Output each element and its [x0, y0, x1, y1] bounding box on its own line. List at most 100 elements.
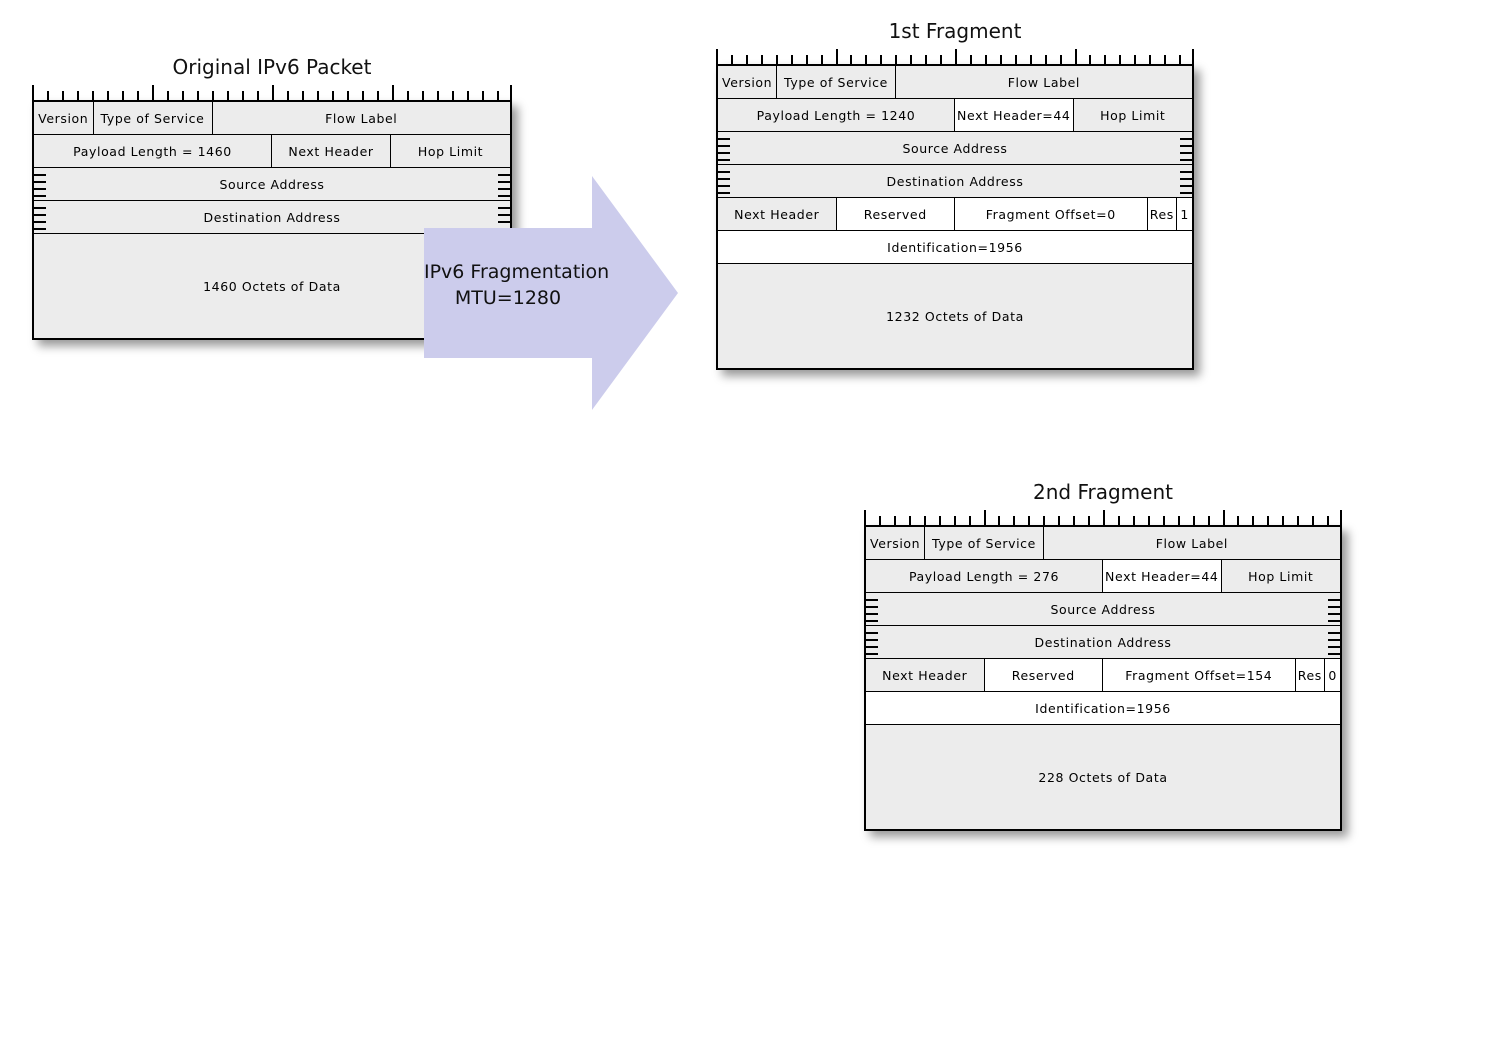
ruler-tick — [1282, 516, 1285, 525]
field-cell: Reserved — [984, 659, 1103, 691]
field-cell: Destination Address — [866, 626, 1340, 658]
ruler-tick — [998, 516, 1001, 525]
ruler-tick — [362, 91, 364, 100]
packet-title: Original IPv6 Packet — [172, 55, 372, 79]
field-cell: 1232 Octets of Data — [718, 264, 1192, 368]
ruler-tick — [437, 91, 439, 100]
field-cell: Source Address — [718, 132, 1192, 164]
ruler-tick — [895, 55, 898, 64]
ruler-tick — [999, 55, 1002, 64]
field-cell: Version — [866, 527, 926, 559]
ruler-tick — [1058, 516, 1061, 525]
arrow-label-line2: MTU=1280 — [454, 286, 562, 309]
ruler-tick — [422, 91, 424, 100]
ruler-tick — [1164, 55, 1167, 64]
ruler-tick — [347, 91, 349, 100]
arrow-label-line1: IPv6 Fragmentation — [424, 261, 610, 283]
ruler-tick — [212, 91, 214, 100]
ruler-tick — [197, 91, 199, 100]
ruler-tick — [107, 91, 109, 100]
fragmentation-arrow: IPv6 Fragmentation MTU=1280 — [424, 176, 678, 410]
ruler-tick — [760, 55, 763, 64]
field-cell: Payload Length = 1240 — [718, 99, 955, 131]
bit-ruler — [716, 49, 1194, 64]
ruler-tick — [864, 510, 866, 525]
ruler-tick — [983, 510, 986, 525]
ruler-tick — [835, 49, 838, 64]
ruler-tick — [775, 55, 778, 64]
ruler-tick — [923, 516, 926, 525]
row-data: 228 Octets of Data — [866, 725, 1340, 829]
ruler-tick — [1149, 55, 1152, 64]
ruler-tick — [77, 91, 79, 100]
field-cell: Flow Label — [212, 102, 510, 134]
ruler-tick — [167, 91, 169, 100]
ruler-tick — [953, 516, 956, 525]
ruler-tick — [1132, 516, 1135, 525]
field-cell: Destination Address — [718, 165, 1192, 197]
ruler-tick — [955, 49, 957, 64]
ruler-tick — [1117, 516, 1120, 525]
field-cell: Next Header=44 — [1103, 560, 1222, 592]
ruler-tick — [1192, 49, 1194, 64]
ruler-tick — [1013, 516, 1016, 525]
field-cell: Type of Service — [93, 102, 213, 134]
field-cell: Version — [718, 66, 778, 98]
ruler-tick — [182, 91, 184, 100]
ruler-tick — [482, 91, 484, 100]
ruler-tick — [1089, 55, 1092, 64]
field-cell: Identification=1956 — [718, 231, 1192, 263]
ruler-tick — [1104, 55, 1107, 64]
field-cell: Next Header — [866, 659, 985, 691]
field-cell: Destination Address — [34, 201, 510, 233]
ruler-tick — [122, 91, 124, 100]
field-cell: Hop Limit — [1073, 99, 1192, 131]
ruler-tick — [1029, 55, 1032, 64]
field-cell: Hop Limit — [1221, 560, 1340, 592]
ruler-tick — [1134, 55, 1137, 64]
ruler-tick — [1222, 510, 1225, 525]
ruler-tick — [910, 55, 913, 64]
packet-title: 2nd Fragment — [1033, 480, 1173, 504]
ruler-tick — [850, 55, 853, 64]
row-data: 1232 Octets of Data — [718, 264, 1192, 368]
ruler-tick — [392, 85, 394, 100]
ruler-tick — [317, 91, 319, 100]
field-cell: Type of Service — [925, 527, 1044, 559]
ruler-tick — [302, 91, 304, 100]
ruler-tick — [47, 91, 49, 100]
field-cell: Flow Label — [895, 66, 1192, 98]
ruler-tick — [1312, 516, 1315, 525]
row-source-address: Source Address — [34, 168, 510, 201]
ruler-tick — [940, 55, 943, 64]
field-cell: Payload Length = 276 — [866, 560, 1103, 592]
field-cell: 228 Octets of Data — [866, 725, 1340, 829]
ruler-tick — [1162, 516, 1165, 525]
ruler-tick — [1252, 516, 1255, 525]
field-cell: Next Header — [718, 198, 837, 230]
ruler-tick — [32, 85, 34, 100]
field-cell: Source Address — [34, 168, 510, 200]
ruler-tick — [272, 85, 274, 100]
ruler-tick — [878, 516, 881, 525]
ruler-tick — [1237, 516, 1240, 525]
ruler-tick — [938, 516, 941, 525]
ruler-tick — [1088, 516, 1091, 525]
ruler-tick — [1044, 55, 1047, 64]
ruler-tick — [467, 91, 469, 100]
ruler-tick — [805, 55, 808, 64]
row-source-address: Source Address — [866, 593, 1340, 626]
field-cell: Identification=1956 — [866, 692, 1340, 724]
row-identification: Identification=1956 — [718, 231, 1192, 264]
ruler-tick — [227, 91, 229, 100]
ruler-tick — [137, 91, 139, 100]
ruler-tick — [925, 55, 928, 64]
ruler-tick — [257, 91, 259, 100]
field-cell: Fragment Offset=0 — [955, 198, 1148, 230]
